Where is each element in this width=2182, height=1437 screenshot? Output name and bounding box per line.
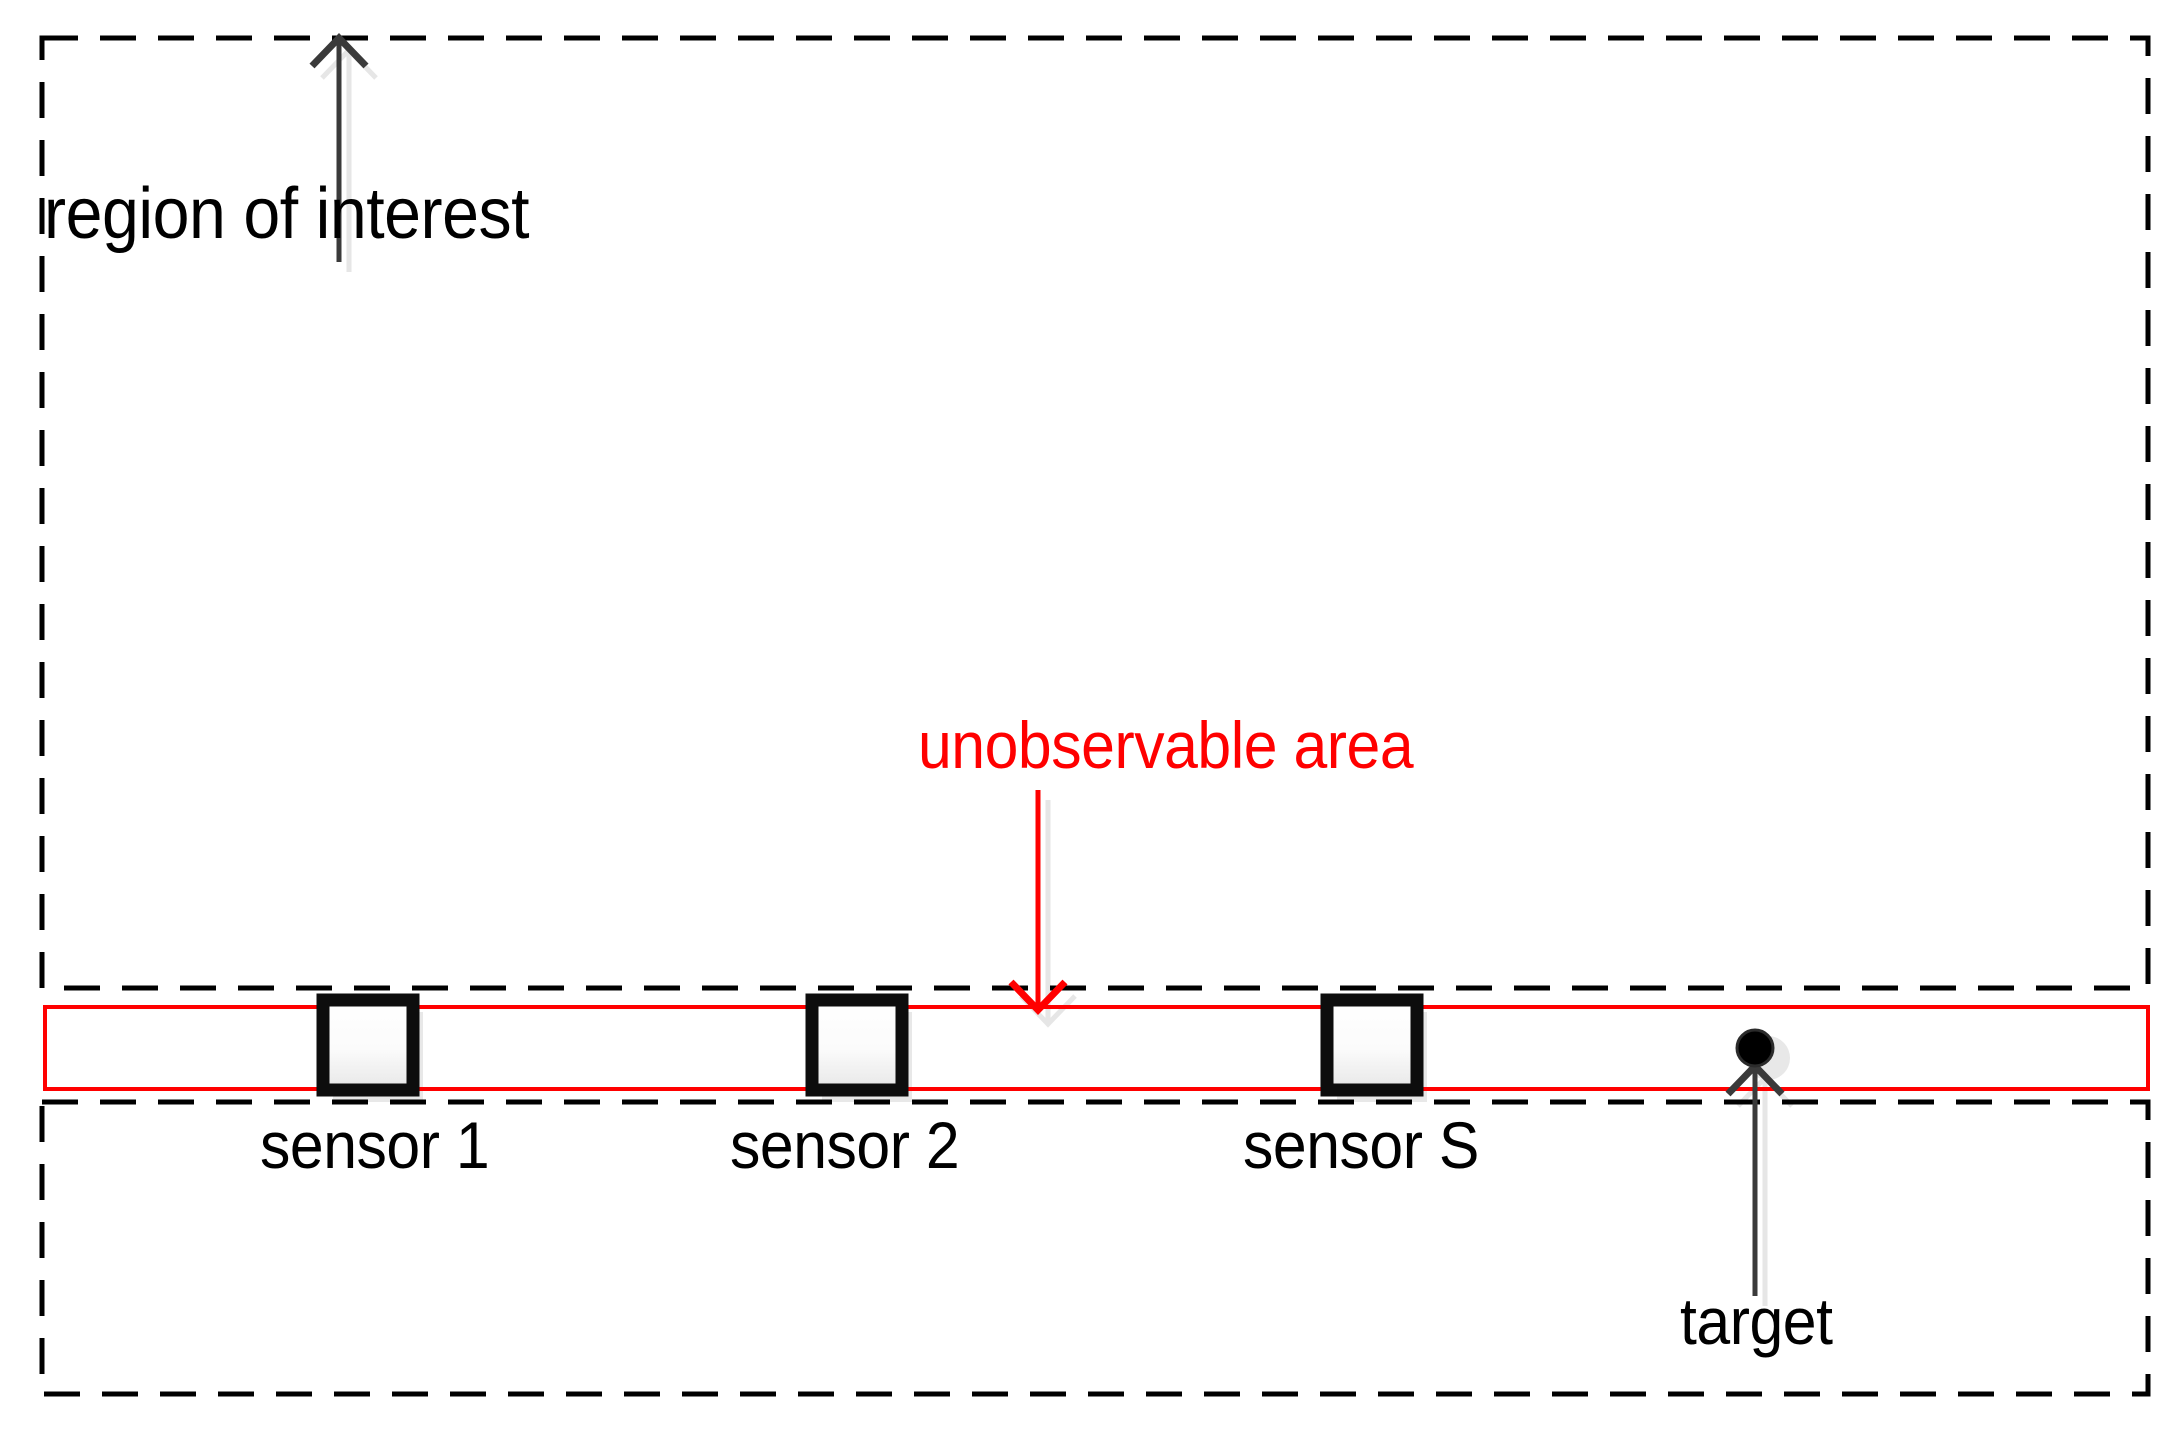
region-of-interest-lower-boundary xyxy=(39,1099,2151,1397)
target-label: target xyxy=(1680,1284,1833,1358)
sensor-1-label: sensor 1 xyxy=(260,1108,490,1182)
region-of-interest-label: region of interest xyxy=(44,174,530,254)
region-of-interest-upper-boundary xyxy=(39,35,2151,991)
unobservable-area-pointer xyxy=(1008,790,1068,1016)
unobservable-area-strip xyxy=(43,1005,2150,1091)
sensor-2-label: sensor 2 xyxy=(730,1108,960,1182)
sensor-S-label: sensor S xyxy=(1243,1108,1479,1182)
sensor-1-box xyxy=(316,993,420,1097)
region-of-interest-pointer xyxy=(309,32,369,262)
sensor-2-box xyxy=(805,993,909,1097)
target-dot xyxy=(1735,1028,1775,1068)
unobservable-area-label: unobservable area xyxy=(918,708,1414,782)
sensor-S-box xyxy=(1320,993,1424,1097)
